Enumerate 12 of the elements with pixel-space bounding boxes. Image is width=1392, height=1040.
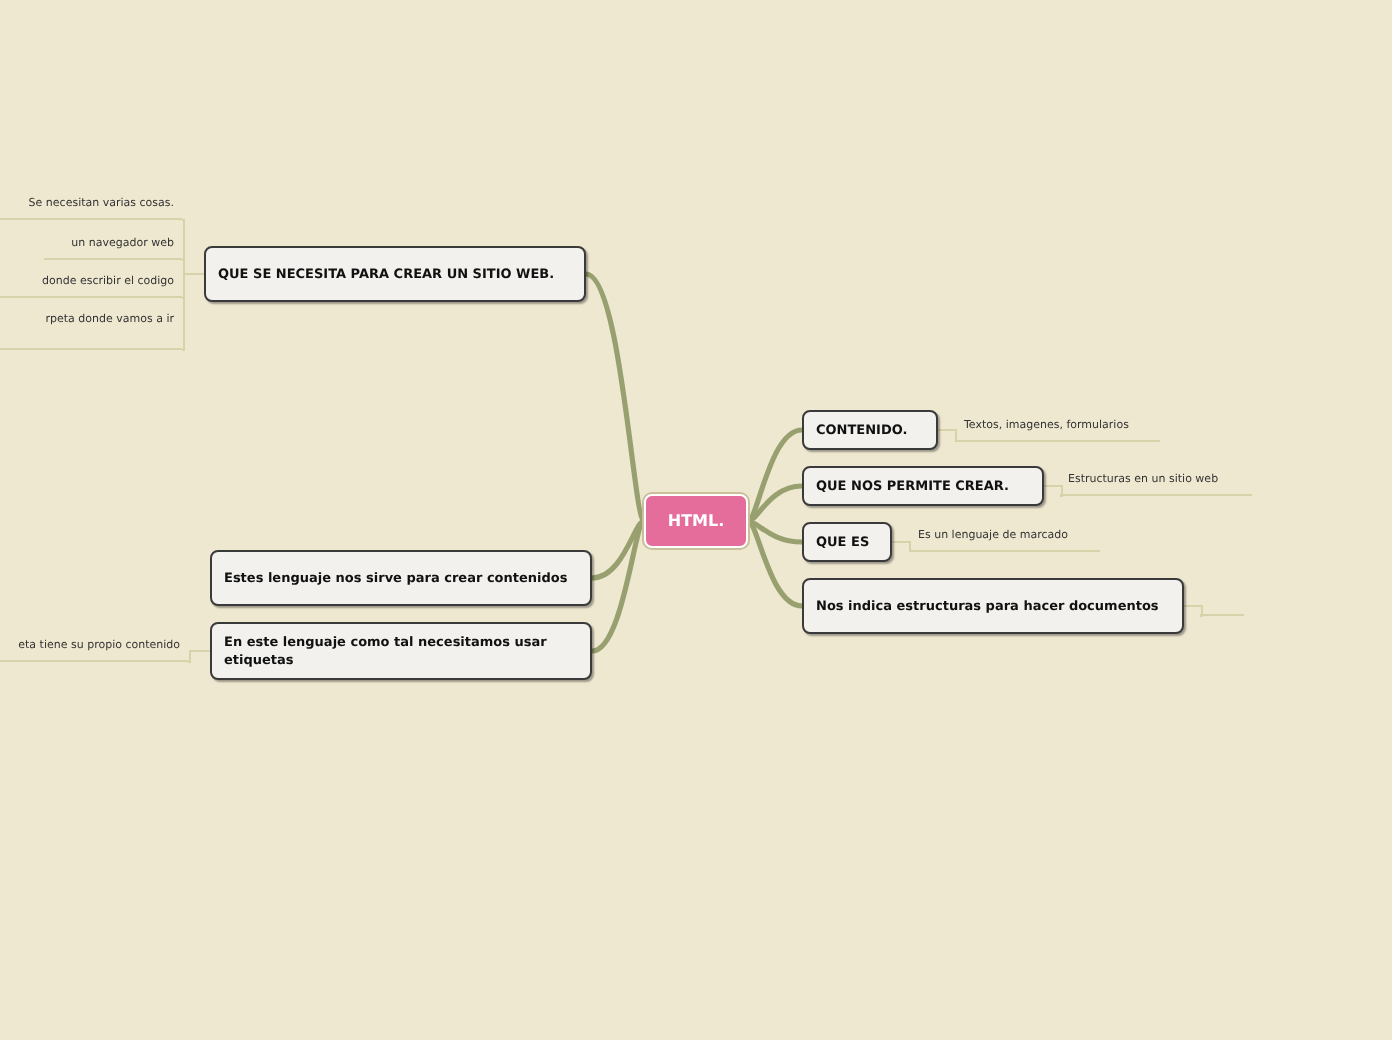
connector-line [747, 483, 803, 524]
connector-line [747, 518, 803, 545]
connector-line [591, 518, 646, 581]
connector-line [187, 650, 211, 663]
connector-line [746, 518, 803, 609]
connector-line [891, 541, 911, 553]
connector-line [1183, 605, 1203, 617]
connector-line [937, 429, 957, 443]
connector-line [591, 519, 646, 654]
central-topic: HTML. [644, 494, 748, 548]
connector-line [1043, 485, 1063, 497]
connector-line [584, 271, 647, 523]
